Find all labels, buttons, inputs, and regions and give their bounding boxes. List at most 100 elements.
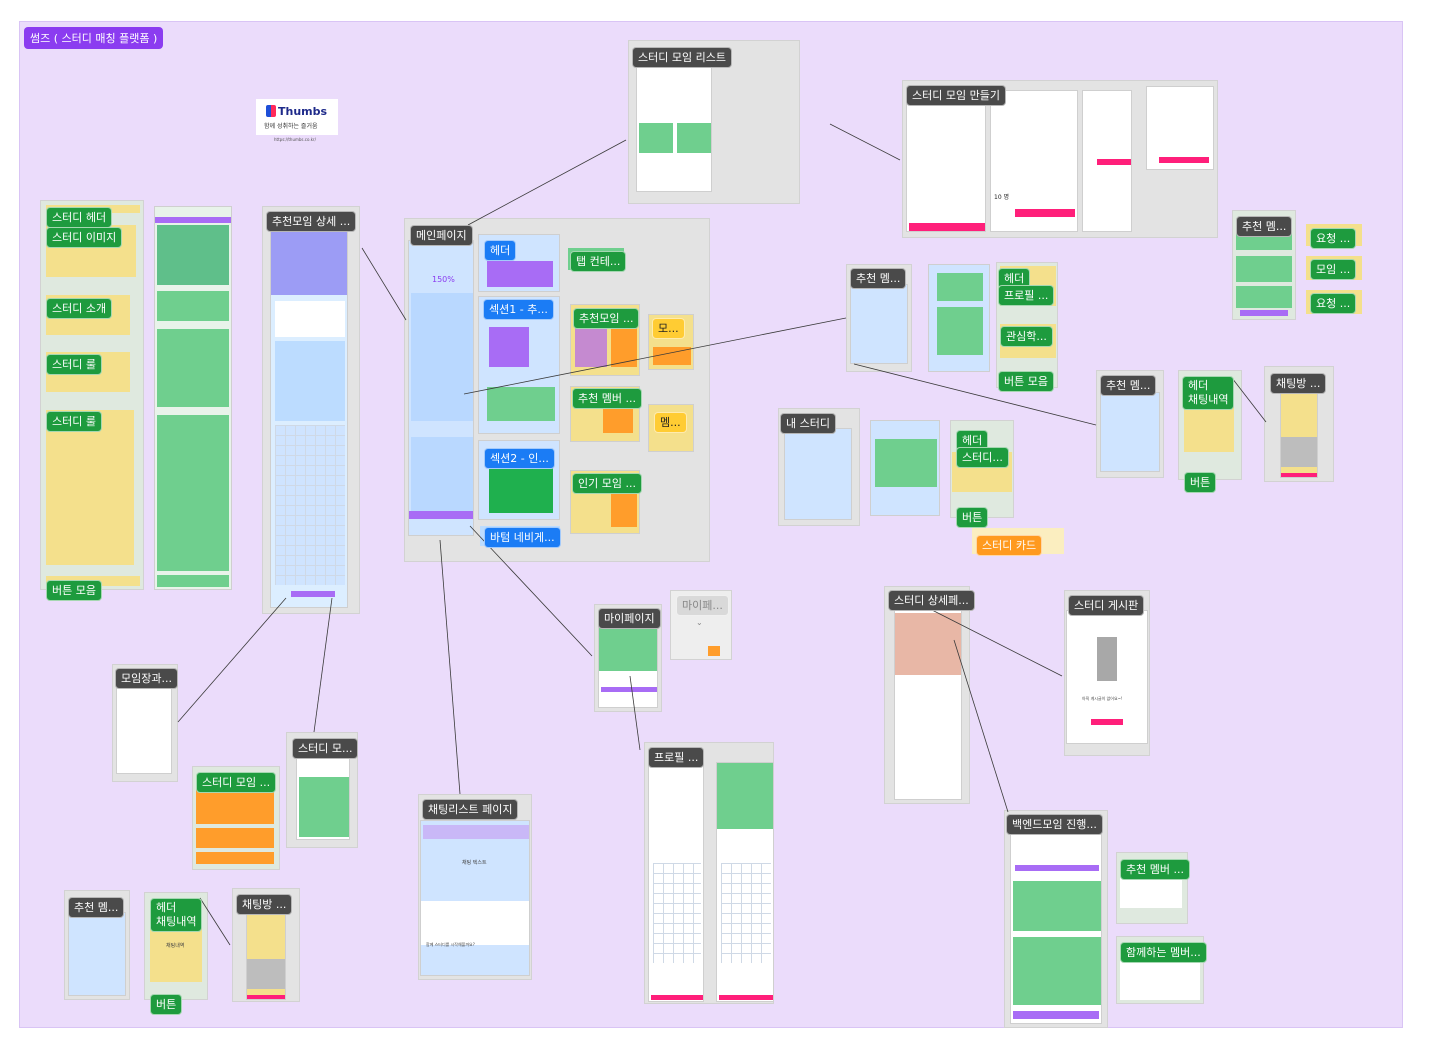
label-study-dots[interactable]: 스터디... <box>956 447 1009 468</box>
main-page-screen[interactable] <box>408 240 474 536</box>
study-group-small-screen[interactable] <box>296 756 350 840</box>
label-tab-container[interactable]: 탭 컨테... <box>570 251 627 272</box>
label-bottom-nav[interactable]: 바텀 네비게... <box>484 527 561 548</box>
create-next-button[interactable] <box>909 223 985 231</box>
label-group-manage[interactable]: 모임장과... <box>115 668 178 689</box>
label-header-chat[interactable]: 헤더 채팅내역 <box>1182 376 1235 410</box>
profile-save-button-2[interactable] <box>719 995 773 1000</box>
label-popular-group[interactable]: 인기 모임 ... <box>572 473 642 494</box>
label-button-right[interactable]: 버튼 <box>1184 472 1217 493</box>
label-study-board[interactable]: 스터디 게시판 <box>1068 595 1145 616</box>
my-study-screen[interactable] <box>784 428 852 520</box>
label-study-create[interactable]: 스터디 모임 만들기 <box>906 85 1006 106</box>
chat-room-bl-screen[interactable] <box>246 912 286 1000</box>
backend-button[interactable] <box>1013 1011 1099 1019</box>
study-rule <box>157 329 229 407</box>
study-group-orange-block <box>196 788 274 824</box>
backend-group-screen[interactable] <box>1010 830 1102 1024</box>
label-main-page[interactable]: 메인페이지 <box>410 225 473 246</box>
label-button-group[interactable]: 버튼 모음 <box>46 580 102 601</box>
label-mypage-gray[interactable]: 마이페... <box>676 595 729 616</box>
label-recommend-member[interactable]: 추천 멤버 ... <box>572 388 642 409</box>
label-study-detail[interactable]: 스터디 상세페... <box>888 590 975 611</box>
label-study-header[interactable]: 스터디 헤더 <box>46 207 113 228</box>
label-study-rule-2[interactable]: 스터디 룰 <box>46 411 102 432</box>
empty-board-text: 아직 게시글이 없어요~! <box>1082 696 1123 701</box>
recommend-group-info <box>611 327 637 367</box>
create-step4-button[interactable] <box>1159 157 1209 163</box>
label-rec-member-top[interactable]: 추천 멤... <box>850 268 907 289</box>
label-study-image[interactable]: 스터디 이미지 <box>46 227 123 248</box>
label-request[interactable]: 요청 ... <box>1310 228 1357 249</box>
label-backend-group[interactable]: 백엔드모임 진행... <box>1006 814 1103 835</box>
label-button-group-2[interactable]: 버튼 모음 <box>998 371 1054 392</box>
create-step3-button[interactable] <box>1097 159 1131 165</box>
create-step1-screen[interactable] <box>906 104 986 232</box>
label-profile-page[interactable]: 프로필 ... <box>648 747 705 768</box>
group-manage-screen[interactable] <box>116 686 172 774</box>
label-recommend-detail[interactable]: 추천모임 상세 ... <box>266 211 357 232</box>
recommend-detail-screen[interactable] <box>270 228 348 608</box>
label-section1[interactable]: 섹션1 - 추... <box>483 299 554 320</box>
label-rec-member-right[interactable]: 추천 멤... <box>1236 216 1293 237</box>
my-study-card-screen[interactable] <box>870 420 940 516</box>
chat-room-right-screen[interactable] <box>1280 388 1318 478</box>
rec-member-button[interactable] <box>1240 310 1288 316</box>
label-rec-member-br[interactable]: 추천 멤버 ... <box>1120 859 1190 880</box>
label-mypage[interactable]: 마이페이지 <box>598 608 661 629</box>
label-button-bl[interactable]: 버튼 <box>150 994 183 1015</box>
label-chat-room-right[interactable]: 채팅방 ... <box>1270 373 1327 394</box>
label-study-card[interactable]: 스터디 카드 <box>976 535 1043 556</box>
board-title[interactable]: 썸즈 ( 스터디 매칭 플랫폼 ) <box>24 27 164 49</box>
label-header-chat-bl[interactable]: 헤더 채팅내역 <box>150 898 203 932</box>
create-step2-screen[interactable] <box>990 90 1078 232</box>
label-rec-member-bl[interactable]: 추천 멤... <box>68 897 125 918</box>
rec-member-bl-screen[interactable] <box>68 912 126 996</box>
label-profile[interactable]: 프로필 ... <box>998 285 1055 306</box>
study-list-screen[interactable] <box>636 66 712 192</box>
label-rec-member-mid[interactable]: 추천 멤... <box>1100 375 1157 396</box>
together-member-card <box>1120 958 1200 1000</box>
study-intro <box>157 291 229 321</box>
rec-member-screen[interactable] <box>850 284 908 364</box>
profile-save-button[interactable] <box>651 995 703 1000</box>
label-study-group-orange[interactable]: 스터디 모임 ... <box>196 772 277 793</box>
label-study-intro[interactable]: 스터디 소개 <box>46 298 113 319</box>
label-group-right[interactable]: 모임 ... <box>1310 259 1357 280</box>
label-request-2[interactable]: 요청 ... <box>1310 293 1357 314</box>
profile-page-screen[interactable] <box>648 762 704 1002</box>
profile-screen[interactable] <box>928 264 990 372</box>
chat-send-button[interactable] <box>1281 473 1317 477</box>
label-interest[interactable]: 관심학... <box>1000 326 1053 347</box>
label-button-3[interactable]: 버튼 <box>956 507 989 528</box>
label-study-group-small[interactable]: 스터디 모... <box>292 738 359 759</box>
detail-join-button[interactable] <box>291 591 335 597</box>
label-header-2[interactable]: 헤더 <box>998 268 1031 289</box>
label-group-small[interactable]: 모... <box>652 318 685 339</box>
logo-url: https://thumbs.co.kr/ <box>274 137 316 142</box>
mypage-screen[interactable] <box>598 626 658 708</box>
rec-member-mid-screen[interactable] <box>1100 392 1160 472</box>
label-study-list[interactable]: 스터디 모임 리스트 <box>632 47 732 68</box>
profile-page-screen-2[interactable] <box>716 762 774 1002</box>
study-detail-screen[interactable] <box>894 604 962 800</box>
study-board-screen[interactable] <box>1066 610 1148 744</box>
study-screen-green[interactable] <box>154 206 232 590</box>
write-post-button[interactable] <box>1091 719 1123 725</box>
label-recommend-group[interactable]: 추천모임 ... <box>573 308 640 329</box>
label-together-member[interactable]: 함께하는 멤버... <box>1120 942 1207 963</box>
label-my-study[interactable]: 내 스터디 <box>780 413 836 434</box>
label-chat-room-bl[interactable]: 채팅방 ... <box>236 894 293 915</box>
chat-list-screen[interactable] <box>420 820 530 976</box>
label-study-rule[interactable]: 스터디 룰 <box>46 354 102 375</box>
label-chat-list[interactable]: 채팅리스트 페이지 <box>422 799 519 820</box>
chat-room-bl-send[interactable] <box>247 995 285 999</box>
create-confirm-button[interactable] <box>1015 209 1075 217</box>
label-header[interactable]: 헤더 <box>484 240 517 261</box>
label-section2[interactable]: 섹션2 - 인... <box>484 448 555 469</box>
create-step4-screen[interactable] <box>1146 86 1214 170</box>
label-member-small[interactable]: 멤... <box>654 412 687 433</box>
create-step3-screen[interactable] <box>1082 90 1132 232</box>
study-rule-block-large <box>46 410 134 565</box>
